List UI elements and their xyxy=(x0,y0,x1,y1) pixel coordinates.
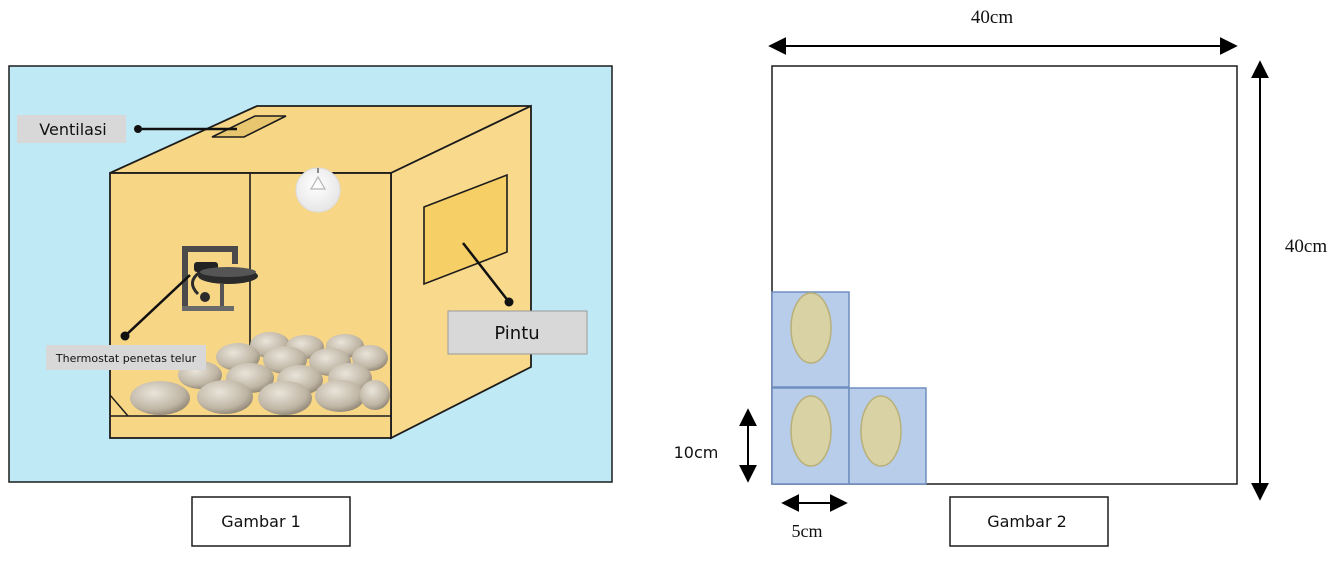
thermostat-label: Thermostat penetas telur xyxy=(55,352,197,365)
ventilasi-label: Ventilasi xyxy=(39,120,106,139)
egg-cell xyxy=(771,291,850,388)
egg-icon xyxy=(315,380,365,412)
pintu-pointer xyxy=(462,242,510,303)
egg-icon xyxy=(130,381,190,415)
cell-height-label: 10cm xyxy=(674,443,719,462)
height-label: 40cm xyxy=(1285,236,1327,257)
figure-1: Ventilasi Thermostat penetas telur Pintu xyxy=(8,65,613,483)
egg-icon xyxy=(197,380,253,414)
caption-1-box xyxy=(191,496,351,547)
egg-icon xyxy=(258,381,312,415)
egg-pile xyxy=(130,332,390,415)
thermostat-pointer xyxy=(124,274,191,337)
egg-icon xyxy=(790,395,832,467)
width-label: 40cm xyxy=(971,7,1013,28)
egg-icon xyxy=(790,292,832,364)
bulb-icon xyxy=(295,167,341,213)
door-panel xyxy=(423,173,508,286)
egg-icon xyxy=(860,395,902,467)
caption-2-box xyxy=(949,496,1109,547)
pintu-label-box xyxy=(447,310,588,355)
egg-cell xyxy=(848,387,927,485)
thermostat-label-box xyxy=(46,345,206,370)
egg-icon xyxy=(352,345,388,371)
cell-width-label: 5cm xyxy=(792,521,823,541)
thermostat-icon xyxy=(182,246,258,311)
egg-cell xyxy=(771,387,850,485)
pintu-label: Pintu xyxy=(494,323,539,344)
ventilasi-label-box xyxy=(17,115,126,143)
caption-1: Gambar 1 xyxy=(221,512,301,531)
ventilation-opening xyxy=(211,115,287,138)
caption-2: Gambar 2 xyxy=(987,512,1067,531)
egg-icon xyxy=(360,380,390,410)
figure-2: 40cm 40cm 10cm 5cm xyxy=(674,7,1328,541)
